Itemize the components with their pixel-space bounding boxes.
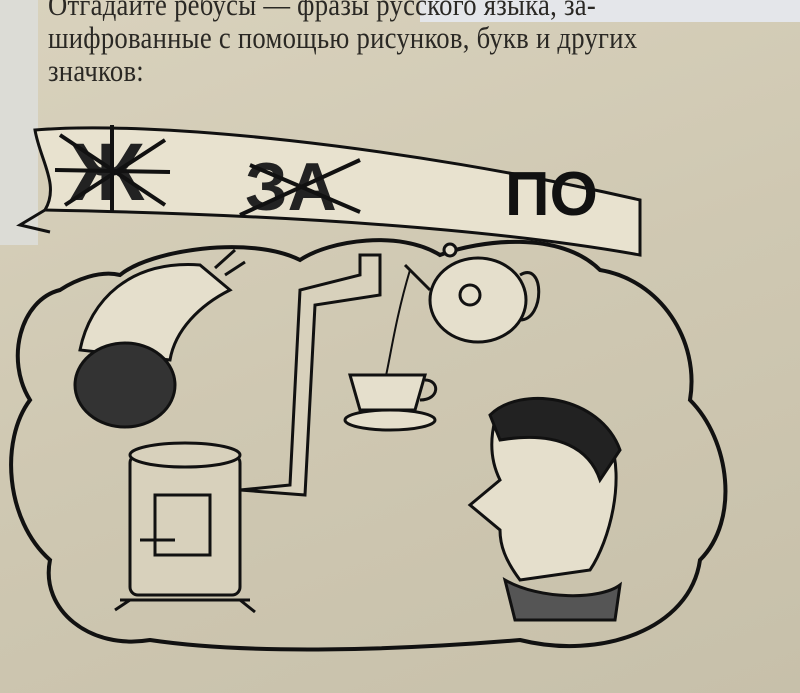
- task-line: значков:: [48, 53, 144, 88]
- task-line: Отгадайте ребусы — фразы русского языка,…: [48, 0, 596, 22]
- task-text: Отгадайте ребусы — фразы русского языка,…: [48, 0, 693, 87]
- letter-za: ЗА: [245, 149, 337, 225]
- stove-picture: [114, 253, 382, 614]
- man-head-picture: [467, 396, 622, 622]
- banner: [16, 126, 642, 257]
- letter-po: ПО: [505, 160, 598, 229]
- notebook-edge: [420, 0, 800, 22]
- cloud-outline: [9, 238, 728, 652]
- cross-out-zh: [54, 125, 171, 212]
- cross-out-za: [239, 158, 361, 217]
- task-line: шифрованные с помощью рисунков, букв и д…: [48, 20, 638, 55]
- teapot-picture: [384, 242, 541, 381]
- teacup-picture: [343, 373, 438, 432]
- sausage-picture: [73, 248, 246, 429]
